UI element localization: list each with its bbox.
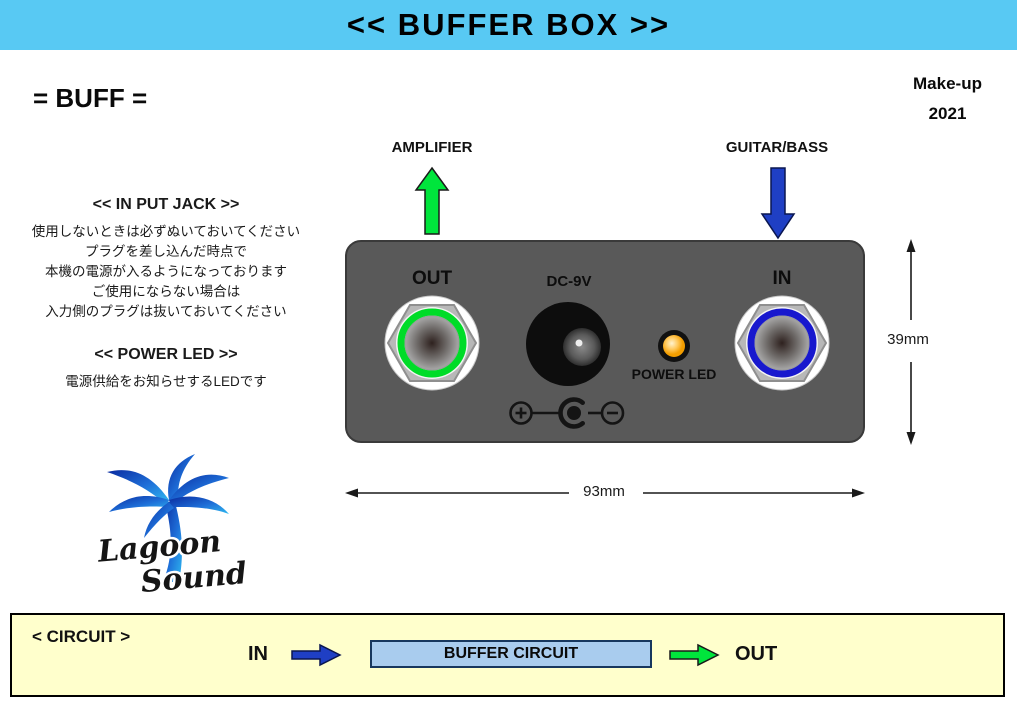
- notes-block: << IN PUT JACK >> 使用しないときは必ずぬいておいてください プ…: [0, 196, 332, 392]
- lagoon-sound-logo: Lagoon Sound: [95, 454, 245, 595]
- input-down-arrow-icon: [760, 167, 796, 240]
- note-line: 入力側のプラグは抜いておいてください: [45, 304, 287, 319]
- input-jack-icon: [734, 295, 830, 391]
- circuit-in-arrow-icon: [291, 643, 342, 667]
- height-dimension-arrow: [906, 239, 916, 445]
- amplifier-label: AMPLIFIER: [391, 139, 473, 156]
- dc-jack-label: DC-9V: [546, 273, 592, 290]
- input-jack-note-title: << IN PUT JACK >>: [92, 196, 240, 213]
- note-line: 電源供給をお知らせするLEDです: [65, 374, 267, 389]
- buffer-circuit-box: BUFFER CIRCUIT: [370, 640, 652, 668]
- circuit-out-label: OUT: [735, 643, 778, 665]
- makeup-label: Make-up: [913, 74, 982, 93]
- circuit-section: < CIRCUIT > IN BUFFER CIRCUIT OUT: [10, 613, 1005, 697]
- circuit-out-arrow-icon: [669, 643, 720, 667]
- makeup-year: 2021: [928, 104, 967, 123]
- page-title: << BUFFER BOX >>: [346, 7, 671, 42]
- note-line: ご使用にならない場合は: [91, 284, 241, 299]
- circuit-in-label: IN: [248, 643, 268, 665]
- polarity-symbol-icon: [509, 397, 625, 429]
- note-line: 本機の電源が入るようになっております: [45, 264, 287, 279]
- note-line: プラグを差し込んだ時点で: [85, 244, 247, 259]
- device-enclosure: OUT DC-9V IN POWER LED: [345, 240, 865, 443]
- palm-tree-icon: [107, 454, 229, 582]
- dc-power-jack-icon: [526, 302, 610, 386]
- note-line: 使用しないときは必ずぬいておいてください: [31, 224, 301, 239]
- power-led-icon: [658, 330, 690, 362]
- width-dimension-label: 93mm: [583, 483, 625, 500]
- out-jack-label: OUT: [411, 268, 453, 289]
- circuit-section-label: < CIRCUIT >: [32, 627, 131, 646]
- output-up-arrow-icon: [414, 166, 450, 235]
- power-led-note-title: << POWER LED >>: [94, 346, 238, 363]
- makeup-block: Make-up 2021: [895, 74, 1000, 124]
- buffer-circuit-label: BUFFER CIRCUIT: [443, 645, 579, 662]
- guitar-bass-label: GUITAR/BASS: [725, 139, 829, 156]
- title-banner: << BUFFER BOX >>: [0, 0, 1017, 50]
- width-dimension-arrow: [345, 488, 865, 498]
- height-dimension-label: 39mm: [887, 331, 929, 348]
- model-label: = BUFF =: [33, 83, 148, 113]
- output-jack-icon: [384, 295, 480, 391]
- power-led-label: POWER LED: [631, 366, 717, 382]
- in-jack-label: IN: [772, 268, 792, 289]
